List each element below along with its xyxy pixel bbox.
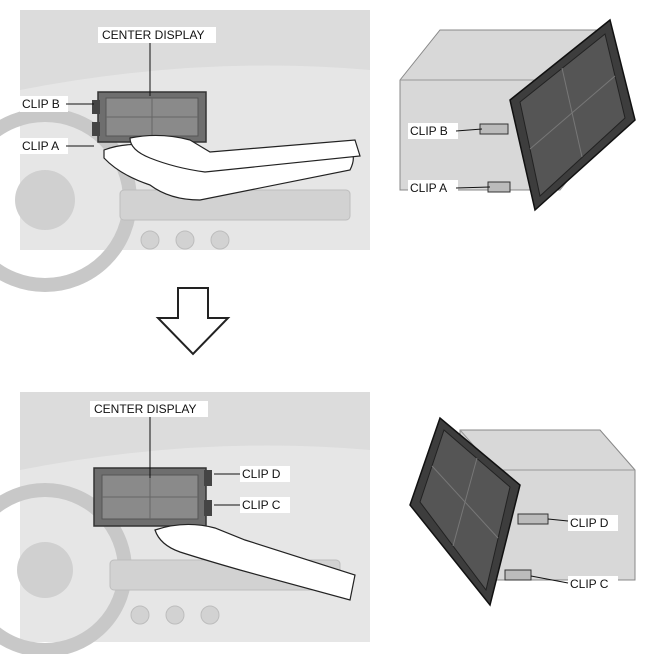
bottom-center-display-label: CENTER DISPLAY xyxy=(94,402,196,416)
bottom-unit-clip-d-label: CLIP D xyxy=(570,516,609,530)
down-arrow-icon xyxy=(155,287,231,356)
bottom-unit-clip-c-leader xyxy=(530,575,569,584)
bottom-unit-clip-d-label-bg xyxy=(568,515,618,531)
bottom-unit-clip-c-label-bg xyxy=(568,576,618,592)
bottom-clip-d-label: CLIP D xyxy=(242,467,281,481)
top-center-display-label-bg xyxy=(98,27,216,43)
bottom-center-display-label-bg xyxy=(90,401,208,417)
bottom-center-display xyxy=(93,467,212,527)
top-hands xyxy=(103,134,361,201)
bottom-clip-c-label-bg xyxy=(240,497,290,513)
top-unit-clip-b-label-bg xyxy=(408,123,458,139)
top-unit-clip-a-leader xyxy=(455,186,491,189)
bottom-clip-d-label-bg xyxy=(240,466,290,482)
top-unit-clip-a-label-bg xyxy=(408,180,458,196)
bottom-hands xyxy=(154,523,356,601)
top-clip-b-label-bg xyxy=(20,96,68,112)
top-center-display-label: CENTER DISPLAY xyxy=(102,28,204,42)
bottom-unit-clip-d xyxy=(517,513,549,525)
top-display-unit xyxy=(399,18,636,212)
bottom-unit-clip-c-label: CLIP C xyxy=(570,577,609,591)
top-unit-clip-a xyxy=(487,181,511,193)
top-center-display xyxy=(92,91,207,143)
top-console xyxy=(119,189,351,250)
top-unit-clip-b-leader xyxy=(455,128,483,132)
top-unit-clip-a-label: CLIP A xyxy=(410,181,447,195)
bottom-unit-clip-c xyxy=(504,569,532,581)
top-unit-clip-b-label: CLIP B xyxy=(410,124,448,138)
bottom-clip-c-label: CLIP C xyxy=(242,498,281,512)
bottom-display-unit xyxy=(409,416,636,607)
top-dashboard-scene: CENTER DISPLAY CLIP B CLIP A xyxy=(0,10,370,292)
top-clip-a-label-bg xyxy=(20,138,68,154)
bottom-dashboard-scene: CENTER DISPLAY CLIP D CLIP C xyxy=(0,392,370,654)
top-clip-a-label: CLIP A xyxy=(22,139,59,153)
top-unit-clip-b xyxy=(479,123,509,135)
top-clip-b-label: CLIP B xyxy=(22,97,60,111)
bottom-unit-clip-d-leader xyxy=(547,518,569,522)
